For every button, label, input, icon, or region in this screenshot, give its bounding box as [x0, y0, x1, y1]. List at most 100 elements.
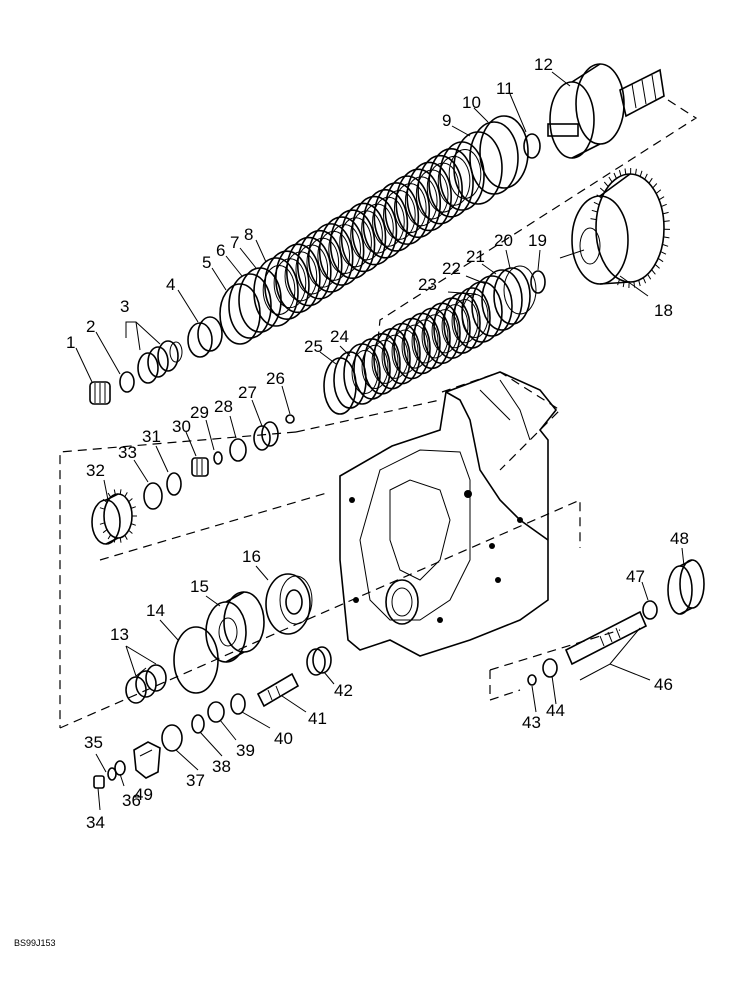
- clutch-disc: [428, 148, 474, 218]
- part-38-ring: [191, 714, 205, 734]
- part-25-plate: [323, 357, 357, 415]
- callout-16: 16: [242, 547, 261, 566]
- part-12-gear-hub: [547, 63, 665, 159]
- callout-12: 12: [534, 55, 553, 74]
- clutch-disc-bore: [431, 309, 459, 354]
- part-2-ring: [119, 371, 135, 393]
- callout-33: 33: [118, 443, 137, 462]
- part-39-washer: [207, 701, 225, 723]
- part-18-gear-hub: [559, 167, 671, 289]
- clutch-disc: [351, 195, 398, 266]
- clutch-disc-bore: [401, 324, 429, 369]
- clutch-disc-bore: [421, 314, 449, 359]
- clutch-disc: [384, 175, 431, 245]
- part-31-ring: [166, 472, 182, 496]
- part-21-plate: [481, 269, 523, 331]
- part-26-pin: [285, 414, 295, 424]
- part-1-bearing: [89, 381, 111, 405]
- callout-25: 25: [304, 337, 323, 356]
- part-29-ring: [213, 451, 223, 465]
- part-41-shaft: [256, 672, 300, 708]
- clutch-disc: [286, 236, 332, 307]
- clutch-disc: [296, 229, 343, 300]
- part-27-seal-rings: [253, 421, 279, 451]
- clutch-disc: [307, 223, 354, 293]
- clutch-disc-bore: [441, 304, 469, 349]
- part-13-seal-rings: [125, 664, 167, 704]
- callout-39: 39: [236, 741, 255, 760]
- callout-3: 3: [120, 297, 129, 316]
- part-49-yoke: [133, 741, 161, 779]
- clutch-disc: [329, 209, 376, 280]
- part-42-gear: [306, 646, 332, 676]
- callout-23: 23: [418, 275, 437, 294]
- clutch-disc-bore: [411, 319, 439, 364]
- part-34-nut: [93, 775, 105, 789]
- pinion-parts: [91, 421, 279, 545]
- part-35-ring: [107, 767, 117, 781]
- callout-41: 41: [308, 709, 327, 728]
- callout-24: 24: [330, 327, 349, 346]
- callout-40: 40: [274, 729, 293, 748]
- callout-9: 9: [442, 111, 451, 130]
- part-48-gear: [667, 559, 705, 615]
- part-46-shaft: [564, 610, 648, 666]
- callout-19: 19: [528, 231, 547, 250]
- callout-22: 22: [442, 259, 461, 278]
- callout-48: 48: [670, 529, 689, 548]
- callout-31: 31: [142, 427, 161, 446]
- clutch-disc: [453, 287, 491, 349]
- clutch-disc: [340, 202, 387, 273]
- callout-36: 36: [122, 791, 141, 810]
- gear-teeth: [99, 489, 137, 543]
- callout-34: 34: [86, 813, 105, 832]
- clutch-disc: [395, 168, 442, 239]
- callout-10: 10: [462, 93, 481, 112]
- part-14-o-ring: [173, 626, 219, 694]
- callout-21: 21: [466, 247, 485, 266]
- part-22-plate: [471, 275, 513, 337]
- callout-8: 8: [244, 225, 253, 244]
- upper-clutch-pack: [89, 63, 665, 405]
- callout-7: 7: [230, 233, 239, 252]
- callout-37: 37: [186, 771, 205, 790]
- callout-30: 30: [172, 417, 191, 436]
- clutch-disc: [417, 154, 463, 225]
- clutch-disc: [318, 216, 365, 286]
- drawing-code: BS99J153: [14, 938, 56, 948]
- callout-4: 4: [166, 275, 175, 294]
- callout-14: 14: [146, 601, 165, 620]
- transmission-housing: [339, 371, 558, 657]
- part-3-seal-rings: [137, 340, 183, 384]
- part-16-bearing: [265, 573, 313, 635]
- callout-46: 46: [654, 675, 673, 694]
- clutch-disc: [406, 161, 452, 232]
- part-32-gear: [91, 489, 137, 545]
- part-15-piston: [205, 591, 265, 663]
- part-19-ring: [530, 270, 546, 294]
- part-37-washer: [161, 724, 183, 752]
- callout-2: 2: [86, 317, 95, 336]
- assembly-boundary-lines: [59, 99, 698, 729]
- clutch-disc: [275, 243, 321, 314]
- part-10-plate: [469, 115, 529, 195]
- clutch-disc-bore: [351, 349, 379, 395]
- part-30-bearing: [191, 457, 209, 477]
- callout-47: 47: [626, 567, 645, 586]
- part-4-bushing: [187, 316, 223, 358]
- callout-18: 18: [654, 301, 673, 320]
- part-24-plate: [333, 351, 367, 409]
- output-shaft-parts: [527, 559, 705, 686]
- callout-20: 20: [494, 231, 513, 250]
- callout-42: 42: [334, 681, 353, 700]
- clutch-disc: [362, 188, 409, 259]
- callout-11: 11: [496, 79, 514, 98]
- part-40-ring: [230, 693, 246, 715]
- pto-parts: [93, 573, 332, 789]
- part-11-ring: [523, 133, 541, 159]
- callout-13: 13: [110, 625, 129, 644]
- callout-15: 15: [190, 577, 209, 596]
- callout-26: 26: [266, 369, 285, 388]
- callout-38: 38: [212, 757, 231, 776]
- clutch-disc: [373, 182, 420, 252]
